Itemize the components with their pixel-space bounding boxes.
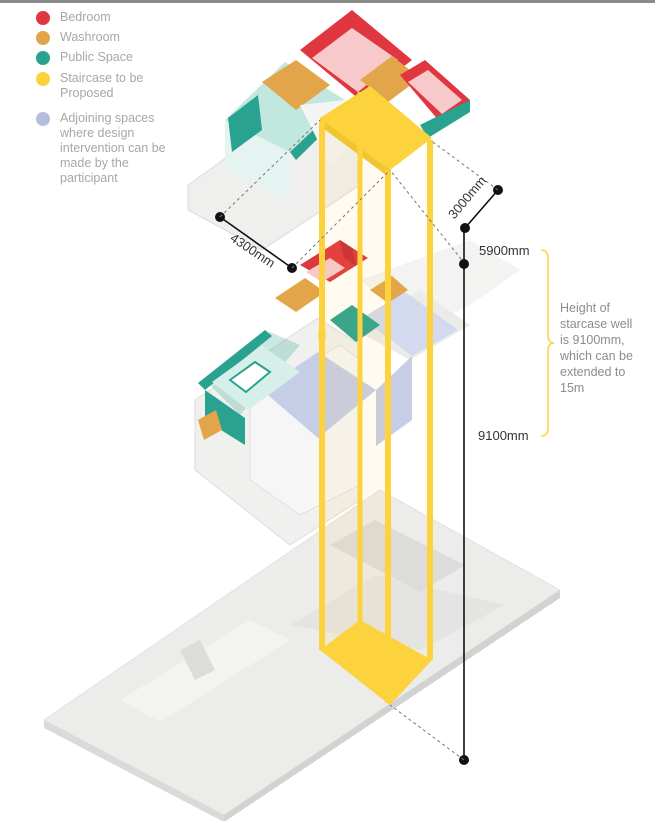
adjoining-swatch [36, 112, 50, 126]
public-space-swatch [36, 51, 50, 65]
dimension-lower-label: 9100mm [478, 428, 529, 443]
legend-label: Washroom [60, 30, 120, 44]
legend-label: Public Space [60, 50, 133, 64]
legend-item-staircase: Staircase to be Proposed [36, 71, 186, 101]
ground-slab [43, 489, 561, 821]
legend-item-public-space: Public Space [36, 50, 186, 65]
legend: Bedroom Washroom Public Space Staircase … [36, 10, 186, 186]
legend-item-bedroom: Bedroom [36, 10, 186, 25]
height-bracket [540, 249, 555, 437]
legend-label: Staircase to be Proposed [60, 71, 144, 100]
height-note: Height of starcase well is 9100mm, which… [560, 301, 633, 395]
staircase-well [318, 86, 433, 705]
legend-item-adjoining: Adjoining spaces where design interventi… [36, 111, 186, 186]
bedroom-swatch [36, 11, 50, 25]
dimension-guides [215, 119, 503, 765]
legend-item-washroom: Washroom [36, 30, 186, 45]
legend-label: Adjoining spaces where design interventi… [60, 111, 166, 185]
washroom-swatch [36, 31, 50, 45]
top-border [0, 0, 655, 3]
dimension-upper-label: 5900mm [479, 243, 530, 258]
legend-label: Bedroom [60, 10, 111, 24]
staircase-swatch [36, 72, 50, 86]
